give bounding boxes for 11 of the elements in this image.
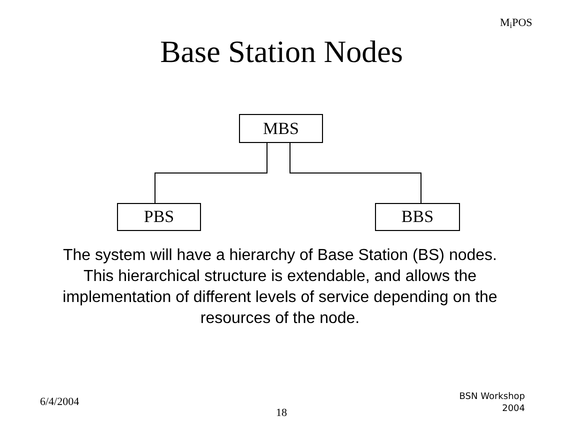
description-text: The system will have a hierarchy of Base Station (BS) nodes. This hierarchical structure is extendable, and allows the implementation of different levels of service depending on the resources of the node. (62, 247, 498, 327)
event-text: BSN Workshop 2004 (459, 392, 525, 414)
project-tag: M$_{i}$POS (500, 15, 532, 32)
node-box: MBS (239, 114, 323, 143)
connector-line (290, 142, 422, 204)
node-box: BBS (375, 203, 460, 231)
connector-line (154, 142, 268, 204)
page-number: 18 (276, 407, 287, 419)
node-box: PBS (117, 203, 201, 231)
slide-title: Base Station Nodes (160, 34, 403, 69)
date-text: 6/4/2004 (40, 395, 80, 410)
